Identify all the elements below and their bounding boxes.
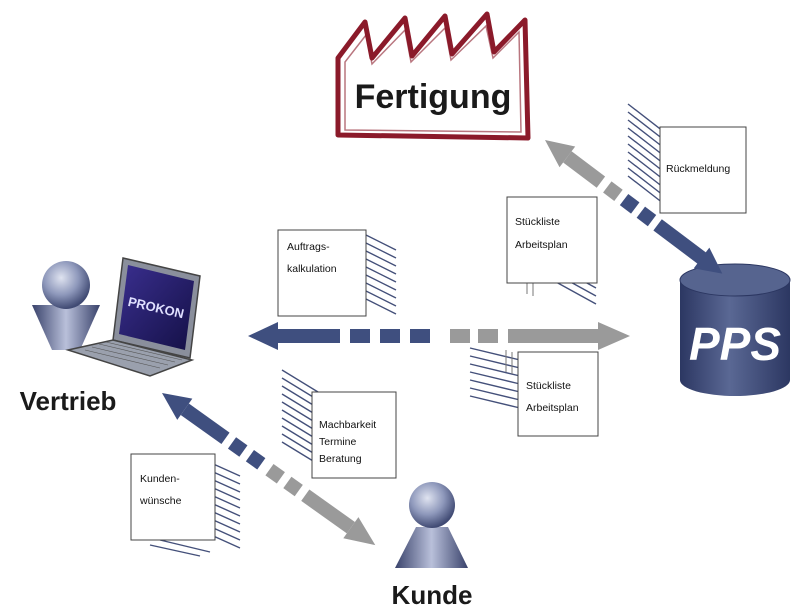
doc-machbarkeit-line1: Machbarkeit: [319, 419, 376, 431]
doc-rueckmeldung: Rückmeldung: [627, 103, 747, 214]
vertrieb-label: Vertrieb: [20, 386, 117, 416]
doc-machbarkeit: Machbarkeit Termine Beratung: [281, 369, 397, 479]
doc-machbarkeit-line3: Beratung: [319, 453, 362, 465]
doc-kundenwuensche-line2: wünsche: [139, 495, 182, 507]
pps-label: PPS: [689, 318, 781, 370]
arrow-vertrieb-kunde: [162, 393, 376, 546]
factory-outline: [335, 11, 531, 141]
arrow-vertrieb-pps: [248, 322, 630, 350]
vertrieb-person: [32, 261, 100, 350]
kunde-person: [395, 482, 468, 568]
kunde-label: Kunde: [392, 580, 473, 610]
doc-auftragskalkulation-line2: kalkulation: [287, 263, 337, 275]
doc-stueckliste-bottom: Stückliste Arbeitsplan: [469, 347, 599, 437]
doc-stueckliste-bottom-line2: Arbeitsplan: [526, 402, 579, 414]
doc-rueckmeldung-line1: Rückmeldung: [666, 163, 730, 175]
doc-stueckliste-top-line1: Stückliste: [515, 216, 560, 228]
pps-database: PPS: [679, 263, 791, 396]
fertigung-factory: Fertigung: [335, 11, 531, 141]
doc-stueckliste-top: Stückliste Arbeitsplan: [506, 196, 598, 305]
doc-auftragskalkulation-line1: Auftrags-: [287, 241, 330, 253]
arrow-fertigung-pps: [545, 140, 723, 274]
doc-machbarkeit-line2: Termine: [319, 436, 357, 448]
doc-stueckliste-bottom-line1: Stückliste: [526, 380, 571, 392]
doc-auftragskalkulation: Auftrags- kalkulation: [277, 229, 397, 317]
fertigung-label: Fertigung: [355, 78, 512, 116]
doc-kundenwuensche-line1: Kunden-: [140, 473, 180, 485]
doc-stueckliste-top-line2: Arbeitsplan: [515, 239, 568, 251]
doc-kundenwuensche: Kunden- wünsche: [130, 453, 241, 557]
laptop-icon: PROKON: [65, 257, 201, 377]
